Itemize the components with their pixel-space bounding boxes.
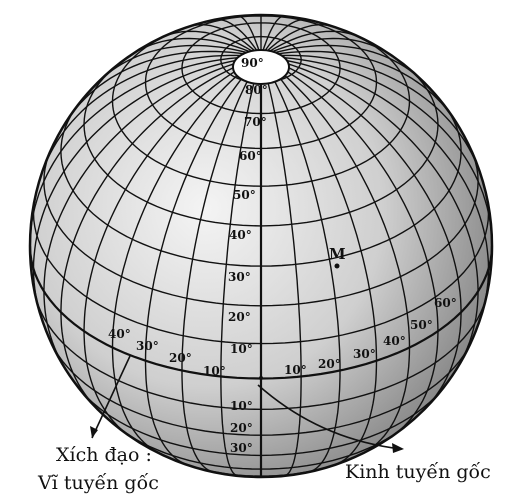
lat-label-40: 40° <box>229 228 252 242</box>
lat-label-s20: 20° <box>230 421 253 435</box>
lat-label-60: 60° <box>239 149 262 163</box>
meridian-pointer-head <box>392 443 404 453</box>
lon-label-w30: 30° <box>136 339 159 353</box>
lon-label-e10: 10° <box>284 363 307 377</box>
lon-label-e20: 20° <box>318 357 341 371</box>
lat-label-20: 20° <box>228 310 251 324</box>
lon-label-e50: 50° <box>410 318 433 332</box>
lon-label-e60: 60° <box>434 296 457 310</box>
lat-label-s10: 10° <box>230 399 253 413</box>
lon-label-e40: 40° <box>383 334 406 348</box>
lon-label-w10: 10° <box>203 364 226 378</box>
lat-label-80: 80° <box>245 83 268 97</box>
lat-label-70: 70° <box>244 115 267 129</box>
meridian-caption: Kinh tuyến gốc <box>345 461 491 483</box>
equator-caption-line1: Xích đạo : <box>56 444 152 466</box>
origin-dot <box>259 376 263 380</box>
point-m-marker <box>335 264 340 269</box>
lon-label-w40: 40° <box>108 327 131 341</box>
equator-caption-line2: Vĩ tuyến gốc <box>37 472 159 494</box>
lon-label-e30: 30° <box>353 347 376 361</box>
lat-label-50: 50° <box>233 188 256 202</box>
lat-label-90: 90° <box>241 56 264 70</box>
lat-label-s30: 30° <box>230 441 253 455</box>
lat-label-10: 10° <box>230 342 253 356</box>
lat-label-30: 30° <box>228 270 251 284</box>
point-m-label: M <box>329 245 346 263</box>
lon-label-w20: 20° <box>169 351 192 365</box>
